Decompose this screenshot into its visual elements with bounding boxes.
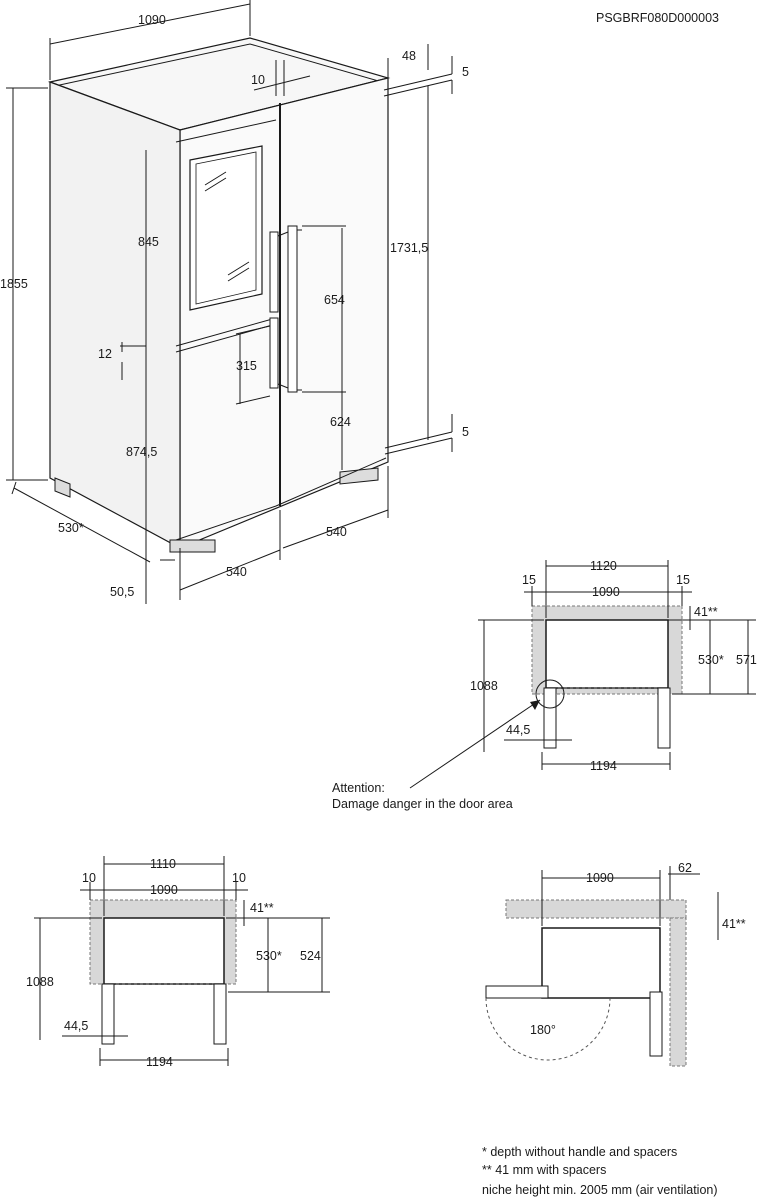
dim-clearance-bottom: 5 [462, 425, 469, 439]
bl-depth-open: 1088 [26, 975, 54, 989]
footnote-3: niche height min. 2005 mm (air ventilati… [482, 1183, 718, 1197]
bl-overall: 1110 [150, 857, 176, 871]
br-wall-gap: 62 [678, 861, 692, 875]
dim-lower-door: 874,5 [126, 445, 157, 459]
plan-bottom-right [485, 866, 719, 1067]
dim-door-gap: 10 [251, 73, 265, 87]
attention-text: Damage danger in the door area [332, 797, 513, 811]
tr-overall: 1120 [590, 559, 617, 573]
tr-door-offset: 44,5 [506, 723, 530, 737]
br-angle: 180° [530, 1023, 556, 1037]
dim-clearance-top: 5 [462, 65, 469, 79]
tr-spacer: 41** [694, 605, 718, 619]
bl-side-left: 10 [82, 871, 96, 885]
bl-body: 1090 [150, 883, 178, 897]
tr-side-right: 15 [676, 573, 690, 587]
dim-handle-bottom: 624 [330, 415, 351, 429]
tr-width-open: 1194 [590, 759, 617, 773]
fridge-isometric [47, 37, 391, 553]
bl-side-right: 10 [232, 871, 246, 885]
dim-top-offset: 48 [402, 49, 416, 63]
tr-depth-total: 571 [736, 653, 757, 667]
main-dimension-lines [6, 0, 453, 604]
dim-door-depth: 50,5 [110, 585, 134, 599]
br-body: 1090 [586, 871, 614, 885]
tr-depth-open: 1088 [470, 679, 498, 693]
br-spacer: 41** [722, 917, 746, 931]
bl-spacer: 41** [250, 901, 274, 915]
tr-body: 1090 [592, 585, 620, 599]
dim-width-right: 540 [326, 525, 347, 539]
dim-width: 1090 [138, 13, 166, 27]
dim-height-total: 1855 [0, 277, 28, 291]
tr-side-left: 15 [522, 573, 536, 587]
attention-title: Attention: [332, 781, 385, 795]
bl-door-offset: 44,5 [64, 1019, 88, 1033]
dim-handle-short: 315 [236, 359, 257, 373]
drawing-code: PSGBRF080D000003 [596, 11, 719, 25]
plan-top-right [409, 560, 756, 789]
dim-upper-door: 845 [138, 235, 159, 249]
bl-width-open: 1194 [146, 1055, 173, 1069]
tr-depth: 530* [698, 653, 724, 667]
footnote-1: * depth without handle and spacers [482, 1145, 677, 1159]
dim-handle-long: 654 [324, 293, 345, 307]
footnote-2: ** 41 mm with spacers [482, 1163, 606, 1177]
dim-gap: 12 [98, 347, 112, 361]
dim-depth: 530* [58, 521, 84, 535]
plan-bottom-left [34, 856, 330, 1066]
dim-width-left: 540 [226, 565, 247, 579]
bl-depth-total: 524 [300, 949, 321, 963]
bl-depth: 530* [256, 949, 282, 963]
dim-height-door: 1731,5 [390, 241, 428, 255]
